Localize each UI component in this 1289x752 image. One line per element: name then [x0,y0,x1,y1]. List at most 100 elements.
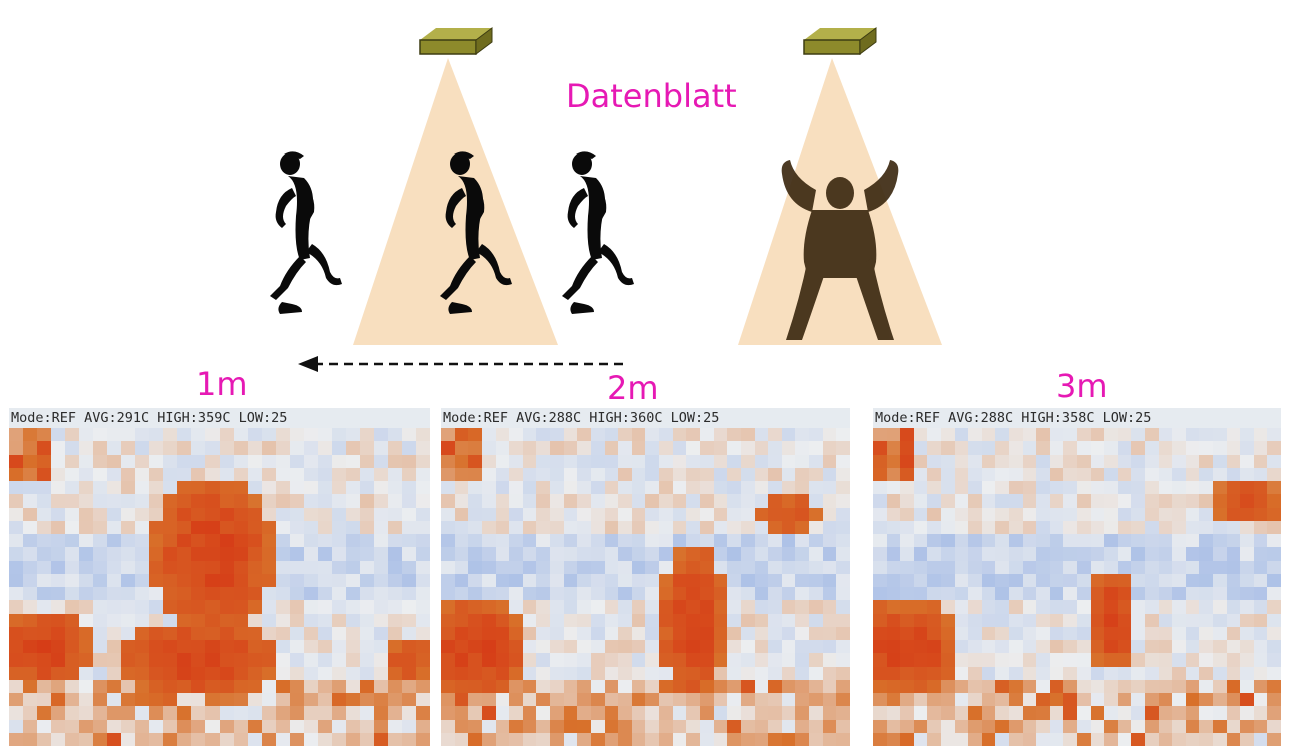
thermal-pixel [645,587,660,601]
thermal-pixel [563,666,578,680]
thermal-pixel [1009,679,1023,693]
thermal-pixel [809,573,823,587]
thermal-pixel [37,706,52,720]
thermal-pixel [968,600,982,614]
thermal-pixel [401,600,416,614]
thermal-pixel [415,666,430,680]
thermal-pixel [468,441,482,455]
thermal-pixel [9,507,24,521]
thermal-pixel [927,573,941,587]
thermal-pixel [289,706,304,720]
thermal-pixel [149,626,164,640]
thermal-pixel [577,454,591,468]
thermal-pixel [563,481,578,495]
thermal-pixel [672,428,687,442]
thermal-pixel [577,732,591,746]
thermal-pixel [604,534,619,548]
thermal-pixel [454,573,469,587]
thermal-pixel [672,467,687,481]
thermal-pixel [981,428,996,442]
thermal-pixel [1009,560,1023,574]
ceiling-sensor-left [419,27,493,55]
thermal-pixel [995,467,1009,481]
thermal-pixel [1172,626,1186,640]
thermal-pixel [968,547,982,561]
distance-label-2m: 2m [607,369,659,407]
thermal-pixel [873,600,887,614]
thermal-pixel [303,587,318,601]
thermal-pixel [1022,534,1037,548]
thermal-pixel [387,640,402,654]
thermal-pixel [604,494,619,508]
thermal-pixel [177,613,192,627]
thermal-pixel [941,732,955,746]
thermal-pixel [415,653,430,667]
thermal-pixel [645,507,660,521]
thermal-pixel [163,573,178,587]
thermal-pixel [1049,666,1064,680]
thermal-pixel [289,600,304,614]
thermal-pixel [522,613,537,627]
thermal-pixel [107,693,122,707]
thermal-pixel [387,666,402,680]
thermal-pixel [1185,600,1200,614]
thermal-pixel [1226,454,1241,468]
thermal-pixel [1036,573,1050,587]
thermal-pixel [522,573,537,587]
thermal-pixel [51,481,66,495]
thermal-pixel [1022,626,1037,640]
thermal-pixel [468,547,482,561]
thermal-pixel [1090,467,1105,481]
thermal-pixel [754,732,769,746]
thermal-pixel [121,573,136,587]
thermal-pixel [481,613,496,627]
thermal-pixel [795,679,810,693]
thermal-pixel [387,547,402,561]
thermal-pixel [886,613,901,627]
thermal-pixel [795,481,810,495]
thermal-pixel [1049,693,1064,707]
thermal-pixel [1117,719,1132,733]
thermal-pixel [1063,600,1077,614]
thermal-pixel [79,706,94,720]
thermal-pixel [93,560,108,574]
thermal-pixel [331,441,346,455]
thermal-pixel [563,494,578,508]
thermal-pixel [1172,560,1186,574]
thermal-pixel [1117,706,1132,720]
thermal-pixel [522,560,537,574]
thermal-pixel [387,732,402,746]
thermal-pixel [968,613,982,627]
thermal-pixel [795,547,810,561]
thermal-pixel [79,547,94,561]
thermal-pixel [345,626,360,640]
thermal-pixel [618,613,632,627]
thermal-pixel [261,706,276,720]
thermal-pixel [1117,441,1132,455]
thermal-pixel [303,626,318,640]
thermal-pixel [700,640,714,654]
thermal-pixel [247,454,262,468]
thermal-pixel [345,428,360,442]
thermal-pixel [1009,494,1023,508]
thermal-pixel [873,441,887,455]
thermal-pixel [1009,547,1023,561]
thermal-pixel [387,494,402,508]
thermal-pixel [37,600,52,614]
thermal-pixel [233,560,248,574]
thermal-pixel [686,732,701,746]
thermal-pixel [233,441,248,455]
thermal-pixel [727,494,741,508]
thermal-pixel [275,613,290,627]
thermal-pixel [275,626,290,640]
thermal-pixel [995,428,1009,442]
thermal-pixel [65,481,80,495]
thermal-pixel [1090,613,1105,627]
thermal-pixel [795,653,810,667]
thermal-pixel [303,441,318,455]
thermal-pixel [1267,693,1281,707]
thermal-pixel [536,679,551,693]
thermal-pixel [177,666,192,680]
thermal-pixel [536,494,551,508]
thermal-pixel [577,467,591,481]
